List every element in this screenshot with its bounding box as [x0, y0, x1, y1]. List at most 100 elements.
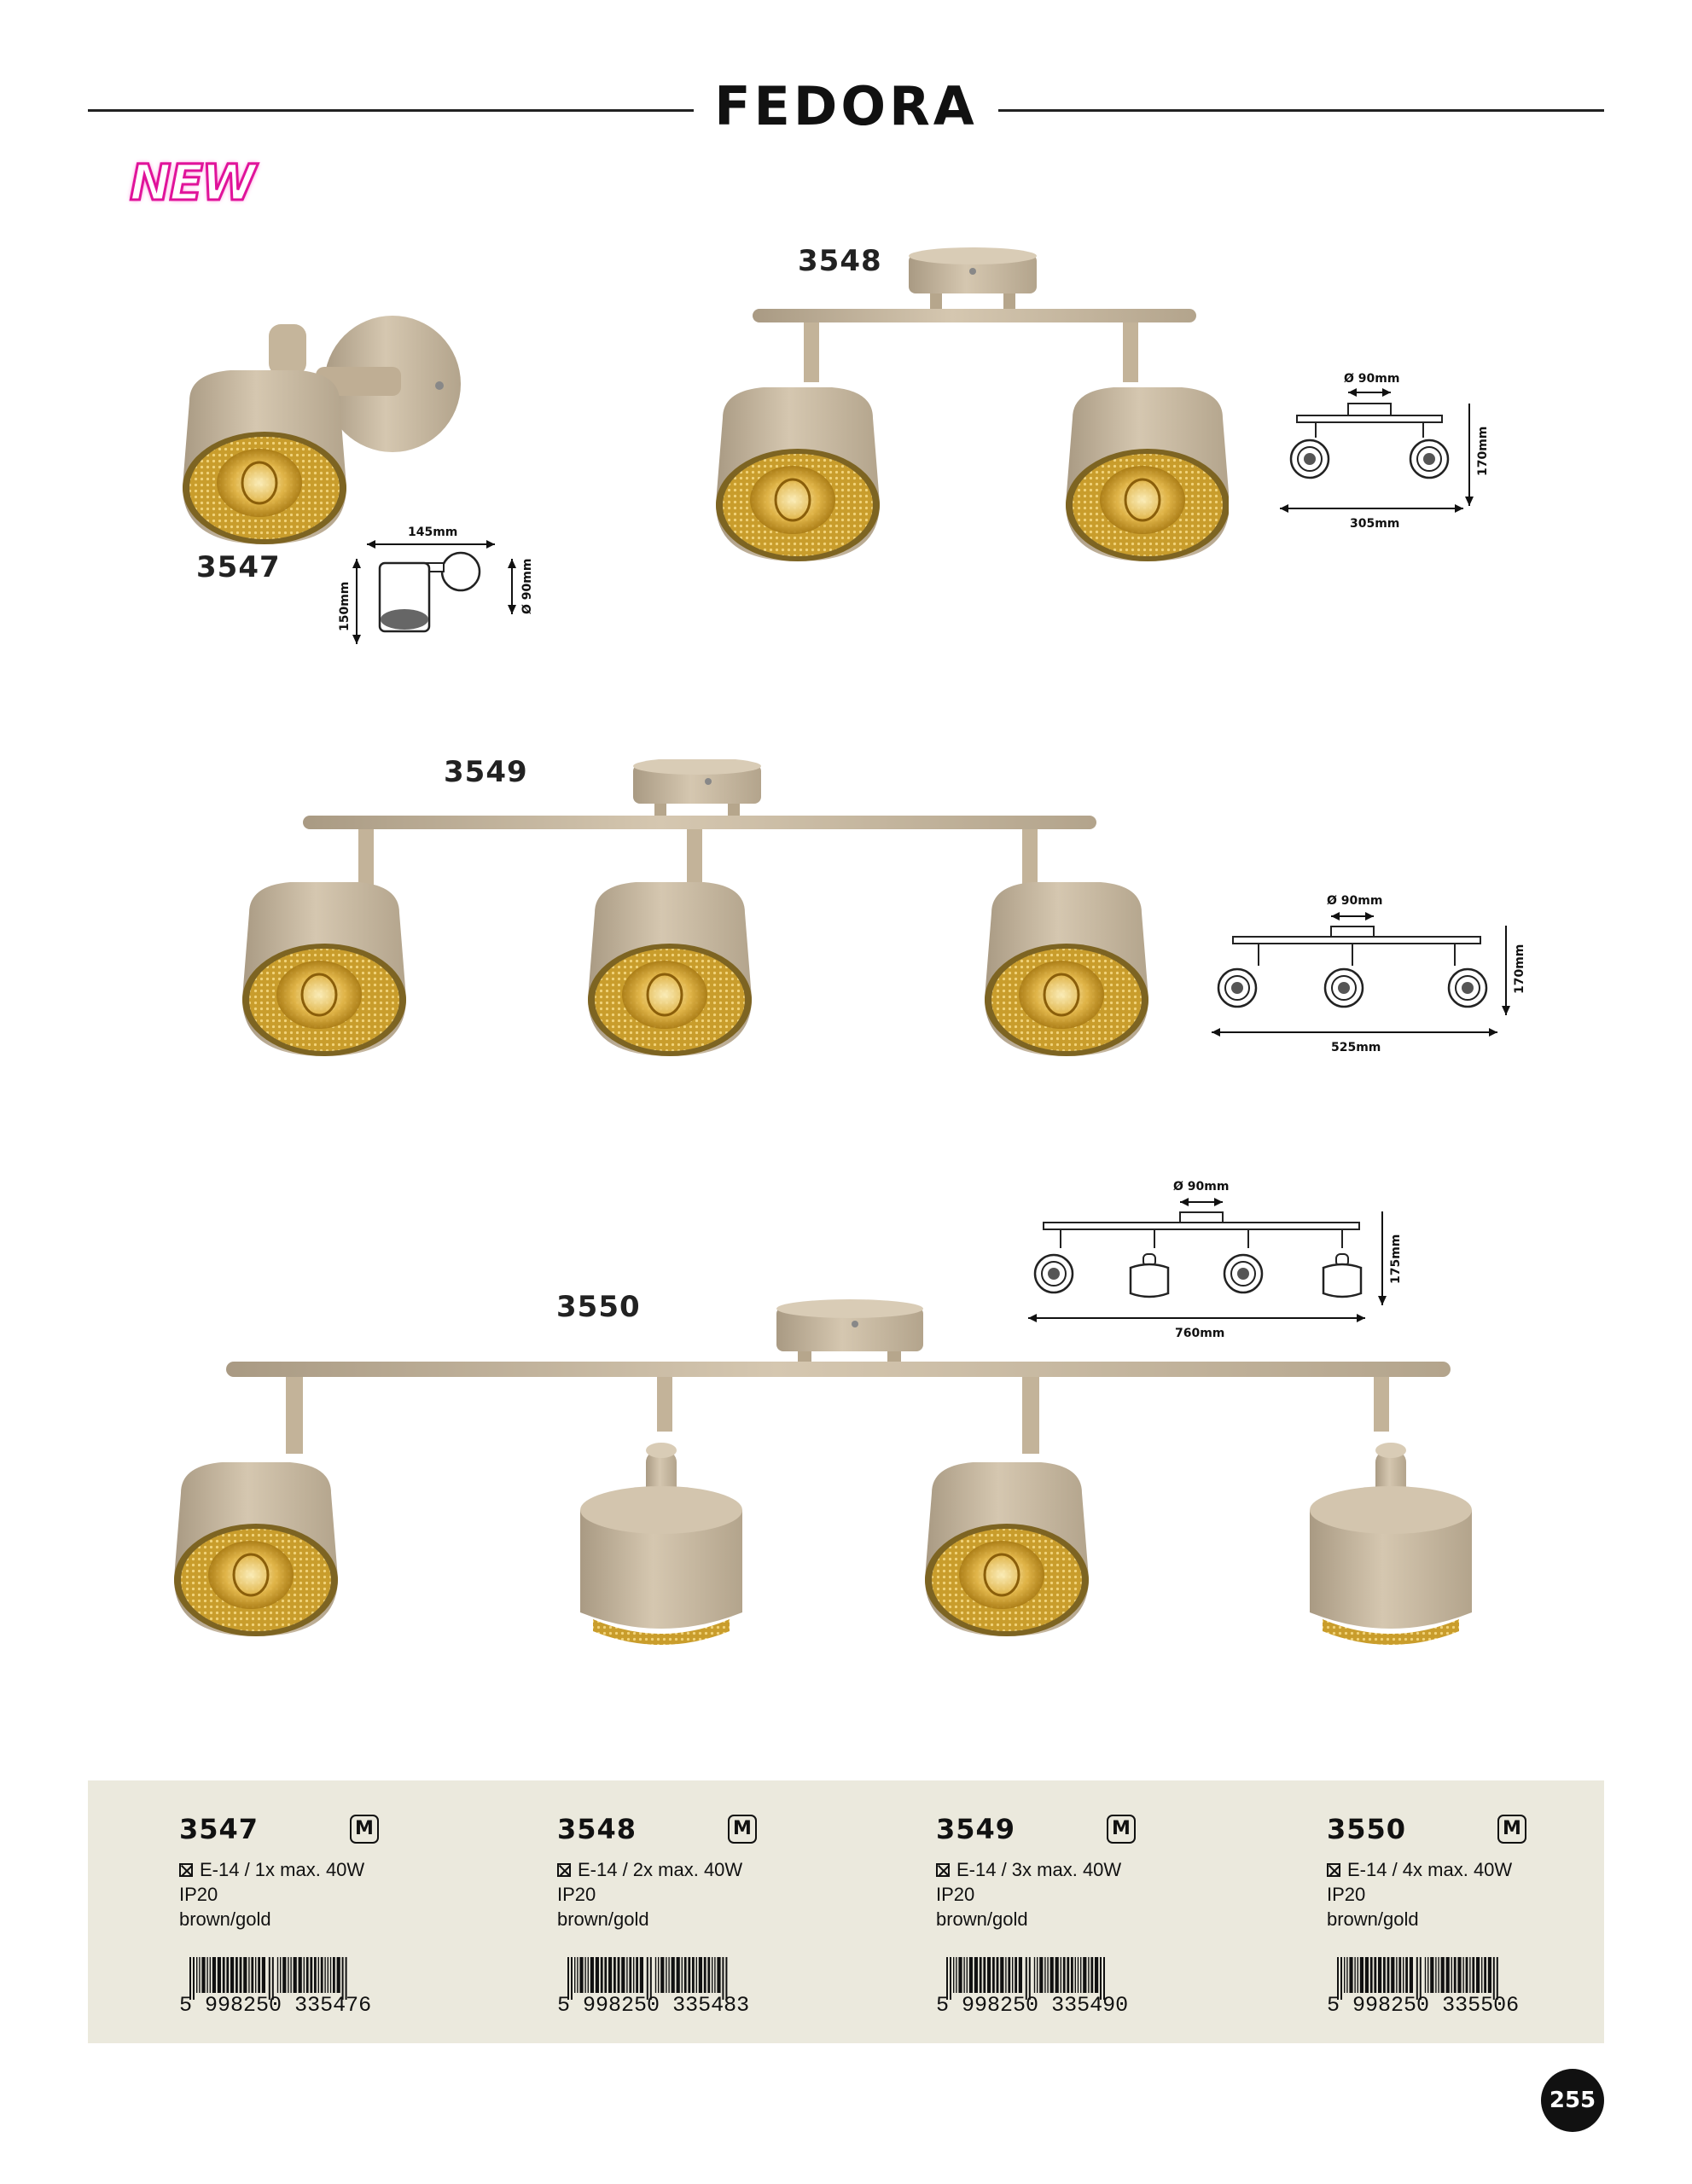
barcode-bar: [1088, 1957, 1090, 1993]
barcode-guard-bar: [646, 1957, 648, 2000]
spec-block-3548: 3548 M E-14 / 2x max. 40W IP20 brown/gol…: [557, 1813, 813, 2018]
dim-width-3548: 305mm: [1350, 517, 1399, 531]
spec-bulb: E-14 / 2x max. 40W: [578, 1859, 743, 1880]
barcode-bar: [1430, 1957, 1434, 1993]
spec-model: 3549: [936, 1813, 1016, 1845]
barcode-bar: [1067, 1957, 1070, 1993]
barcode-bar: [621, 1957, 625, 1993]
barcode-bar: [209, 1957, 211, 1993]
barcode-bar: [1050, 1957, 1054, 1993]
barcode-bar: [1438, 1957, 1439, 1993]
dimension-drawing-3547: 145mm 150mm Ø 90mm: [338, 526, 534, 644]
barcode-bar: [1055, 1957, 1059, 1993]
barcode-bar: [1005, 1957, 1007, 1993]
barcode-bar: [258, 1957, 260, 1993]
barcode-bar: [1344, 1957, 1346, 1993]
barcode-bar: [574, 1957, 576, 1993]
barcode-bar: [1440, 1957, 1445, 1993]
barcode-bar: [714, 1957, 716, 1993]
spec-ip: IP20: [557, 1884, 596, 1905]
barcode-bar: [1391, 1957, 1395, 1993]
barcode-bar: [987, 1957, 991, 1993]
spec-model: 3548: [557, 1813, 637, 1845]
barcode-bar: [226, 1957, 230, 1993]
dim-diameter-3549: Ø 90mm: [1327, 894, 1382, 908]
new-badge: NEW: [128, 153, 257, 213]
barcode-bar: [1000, 1957, 1004, 1993]
barcode-bar: [1451, 1957, 1452, 1993]
barcode-bar: [1346, 1957, 1348, 1993]
barcode-bar: [658, 1957, 660, 1993]
title-rule-left: [88, 109, 719, 112]
ean-prefix: 5: [1327, 1993, 1340, 2018]
model-label-3549: 3549: [444, 755, 528, 789]
barcode-bar: [1033, 1957, 1036, 1993]
barcode-bar: [212, 1957, 216, 1993]
spec-block-3550: 3550 M E-14 / 4x max. 40W IP20 brown/gol…: [1327, 1813, 1583, 2018]
barcode-bar: [276, 1957, 279, 1993]
mounting-mark-icon: M: [728, 1815, 757, 1844]
barcode-bar: [327, 1957, 329, 1993]
ean-left: 998250: [205, 1993, 282, 2018]
barcode-bar: [314, 1957, 317, 1993]
barcode-bar: [668, 1957, 670, 1993]
barcode-guard-bar: [946, 1957, 948, 2000]
barcode-bar: [633, 1957, 635, 1993]
ean-left: 998250: [962, 1993, 1039, 2018]
barcode-bar: [1435, 1957, 1437, 1993]
spec-block-3549: 3549 M E-14 / 3x max. 40W IP20 brown/gol…: [936, 1813, 1192, 2018]
barcode-bar: [1484, 1957, 1486, 1993]
barcode-bar: [996, 1957, 999, 1993]
barcode-bar: [310, 1957, 313, 1993]
barcode-guard-bar: [950, 1957, 951, 2000]
barcode-bar: [1359, 1957, 1363, 1993]
barcode-bar: [1374, 1957, 1377, 1993]
barcode-bar: [608, 1957, 613, 1993]
barcode-bar: [239, 1957, 242, 1993]
dimension-drawing-3548: Ø 90mm 305mm 170mm: [1280, 372, 1490, 531]
barcode-bar: [1080, 1957, 1082, 1993]
page-title: FEDORA: [0, 75, 1692, 137]
barcode-bar: [290, 1957, 292, 1993]
ean-prefix: 5: [936, 1993, 950, 2018]
barcode-bar: [968, 1957, 973, 1993]
bulb-type-icon: [936, 1862, 950, 1877]
barcode-bar: [590, 1957, 594, 1993]
barcode-guard-bar: [268, 1957, 270, 2000]
barcode-bar: [1387, 1957, 1390, 1993]
barcode-bar: [201, 1957, 206, 1993]
spec-color: brown/gold: [1327, 1908, 1419, 1930]
barcode-bar: [303, 1957, 305, 1993]
barcode-bar: [953, 1957, 955, 1993]
barcode-bar: [584, 1957, 586, 1993]
barcode-bar: [251, 1957, 254, 1993]
barcode-bar: [1008, 1957, 1011, 1993]
title-rule-right: [973, 109, 1604, 112]
barcode-bar: [629, 1957, 632, 1993]
barcode-bar: [1083, 1957, 1087, 1993]
barcode-bar: [1364, 1957, 1369, 1993]
barcode-bar: [1424, 1957, 1427, 1993]
barcode-bar: [676, 1957, 680, 1993]
barcode-bar: [1044, 1957, 1046, 1993]
bulb-type-icon: [179, 1862, 193, 1877]
barcode-bar: [974, 1957, 978, 1993]
barcode-bar: [617, 1957, 620, 1993]
barcode-bar: [305, 1957, 309, 1993]
barcode: 5 998250 335490: [936, 1957, 1132, 2018]
barcode: 5 998250 335476: [179, 1957, 375, 2018]
barcode-bar: [1077, 1957, 1079, 1993]
barcode: 5 998250 335483: [557, 1957, 753, 2018]
spec-color: brown/gold: [179, 1908, 271, 1930]
model-label-3547: 3547: [196, 550, 281, 584]
barcode-bar: [329, 1957, 332, 1993]
dim-width-3547: 145mm: [408, 526, 457, 539]
barcode-bar: [1071, 1957, 1073, 1993]
spec-model: 3550: [1327, 1813, 1407, 1845]
barcode-bar: [1062, 1957, 1066, 1993]
barcode-bar: [333, 1957, 335, 1993]
dim-width-3550: 760mm: [1175, 1327, 1224, 1340]
barcode-bar: [688, 1957, 691, 1993]
barcode-guard-bar: [649, 1957, 652, 2000]
barcode-bar: [1487, 1957, 1491, 1993]
